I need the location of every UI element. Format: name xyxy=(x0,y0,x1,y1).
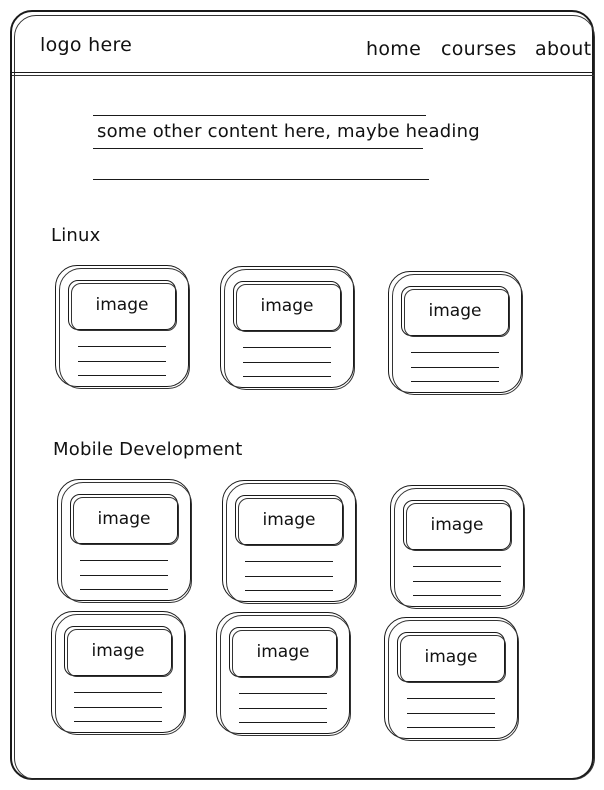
text-line xyxy=(74,721,162,722)
image-placeholder: image xyxy=(64,626,173,677)
text-line xyxy=(239,722,327,723)
course-card[interactable]: image xyxy=(220,266,355,390)
image-placeholder: image xyxy=(403,500,512,551)
text-line xyxy=(413,595,501,596)
text-line xyxy=(78,346,166,347)
image-label: image xyxy=(97,509,151,529)
text-line xyxy=(413,581,501,582)
text-line xyxy=(413,566,501,567)
text-line xyxy=(80,589,168,590)
image-label: image xyxy=(428,301,482,321)
course-card[interactable]: image xyxy=(51,611,186,735)
logo[interactable]: logo here xyxy=(40,34,133,56)
header-divider xyxy=(12,72,594,76)
text-line xyxy=(243,362,331,363)
text-line xyxy=(245,576,333,577)
section-title-linux: Linux xyxy=(51,225,101,246)
course-card[interactable]: image xyxy=(216,612,351,736)
image-label: image xyxy=(91,641,145,661)
text-line xyxy=(78,361,166,362)
text-line xyxy=(407,698,495,699)
hero-line-mid xyxy=(93,148,423,149)
text-line xyxy=(243,347,331,348)
course-card[interactable]: image xyxy=(384,617,519,741)
image-placeholder: image xyxy=(397,632,506,683)
text-line xyxy=(407,727,495,728)
text-line xyxy=(407,713,495,714)
image-placeholder: image xyxy=(229,627,338,678)
text-line xyxy=(239,708,327,709)
text-line xyxy=(80,575,168,576)
text-line xyxy=(74,707,162,708)
text-line xyxy=(245,590,333,591)
hero-line-top xyxy=(93,115,426,116)
text-line xyxy=(74,692,162,693)
image-label: image xyxy=(430,515,484,535)
section-title-mobile-development: Mobile Development xyxy=(53,439,243,460)
course-card[interactable]: image xyxy=(388,271,523,395)
text-line xyxy=(411,352,499,353)
image-placeholder: image xyxy=(68,280,177,331)
image-label: image xyxy=(256,642,310,662)
image-label: image xyxy=(95,295,149,315)
course-card[interactable]: image xyxy=(222,480,357,604)
hero-heading: some other content here, maybe heading xyxy=(97,121,480,142)
text-line xyxy=(411,381,499,382)
image-label: image xyxy=(260,296,314,316)
image-label: image xyxy=(424,647,478,667)
image-placeholder: image xyxy=(235,495,344,546)
image-label: image xyxy=(262,510,316,530)
text-line xyxy=(411,367,499,368)
image-placeholder: image xyxy=(401,286,510,337)
image-placeholder: image xyxy=(233,281,342,332)
nav-item-about[interactable]: about xyxy=(535,38,592,60)
text-line xyxy=(239,693,327,694)
course-card[interactable]: image xyxy=(55,265,190,389)
browser-frame xyxy=(10,10,595,780)
nav-item-home[interactable]: home xyxy=(366,38,422,60)
nav-item-courses[interactable]: courses xyxy=(441,38,517,60)
hero-line-bottom xyxy=(93,179,429,180)
text-line xyxy=(243,376,331,377)
text-line xyxy=(245,561,333,562)
text-line xyxy=(78,375,166,376)
course-card[interactable]: image xyxy=(57,479,192,603)
text-line xyxy=(80,560,168,561)
image-placeholder: image xyxy=(70,494,179,545)
course-card[interactable]: image xyxy=(390,485,525,609)
